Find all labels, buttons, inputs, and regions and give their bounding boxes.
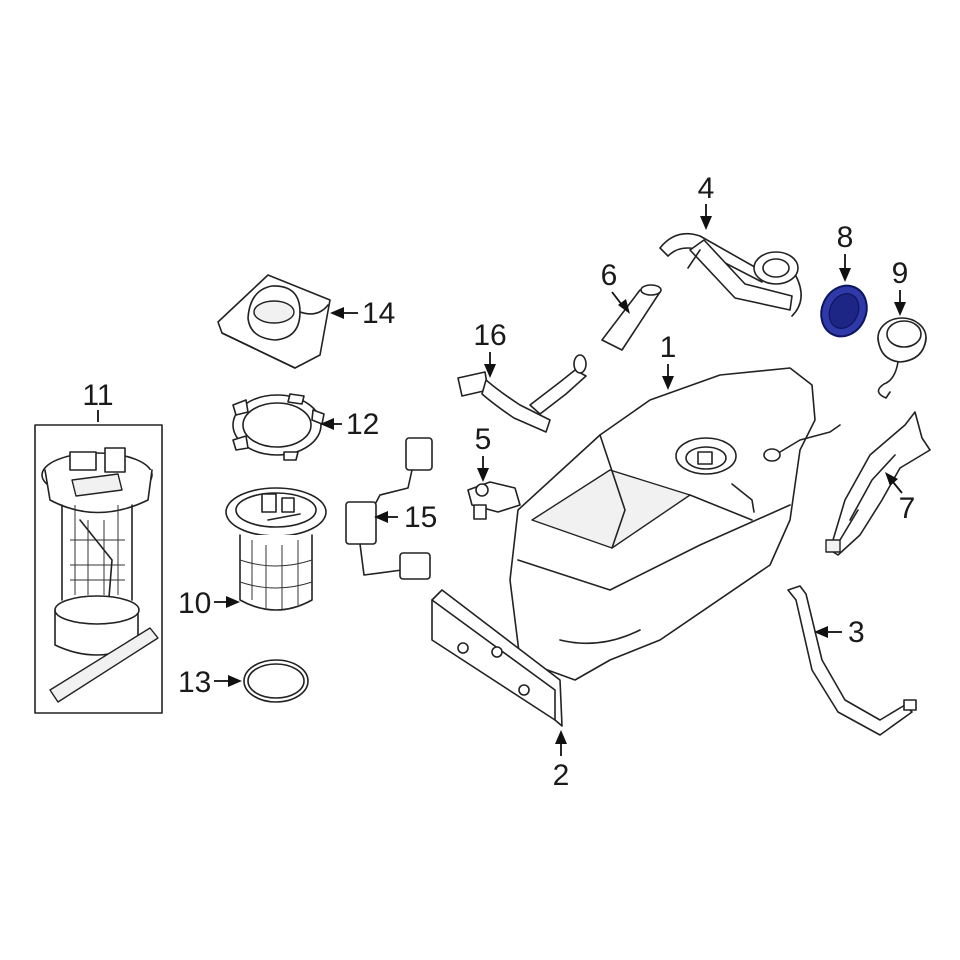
part-2-skid-plate[interactable]: [431, 589, 563, 727]
part-11-fuel-pump-module[interactable]: [34, 424, 163, 714]
callout-7: 7: [899, 492, 916, 525]
part-15-level-sender[interactable]: [345, 437, 433, 580]
arrow-5: [477, 468, 489, 482]
arrow-14: [330, 307, 344, 319]
arrow-7: [885, 472, 898, 486]
leader-6: [611, 291, 623, 306]
leader-7: [892, 481, 903, 494]
arrow-4: [700, 216, 712, 230]
callout-1: 1: [660, 331, 677, 364]
arrow-6: [618, 299, 630, 314]
callout-4: 4: [698, 172, 715, 205]
part-10-pump-assembly[interactable]: [225, 487, 327, 611]
gasket-inner: [828, 293, 860, 329]
part-14-cover[interactable]: [217, 274, 331, 369]
part-4-filler-neck[interactable]: [659, 232, 802, 317]
arrow-1: [662, 376, 674, 390]
part-3-strap[interactable]: [787, 585, 917, 736]
callout-6: 6: [601, 259, 618, 292]
part-13-o-ring[interactable]: [243, 659, 309, 703]
callout-13: 13: [178, 666, 211, 699]
arrow-15: [374, 511, 388, 523]
part-1-fuel-tank[interactable]: [509, 367, 841, 681]
part-11-frame: [34, 424, 163, 714]
callout-3: 3: [848, 616, 865, 649]
arrow-9: [894, 302, 906, 316]
arrow-12: [320, 418, 334, 430]
part-7-heat-shield[interactable]: [825, 411, 931, 556]
arrow-16: [484, 364, 496, 378]
part-12-lock-ring[interactable]: [232, 393, 325, 461]
arrow-13: [228, 675, 242, 687]
callout-15: 15: [404, 501, 437, 534]
part-6-hose[interactable]: [601, 284, 662, 351]
callout-14: 14: [362, 297, 395, 330]
callout-9: 9: [892, 257, 909, 290]
callout-2: 2: [553, 759, 570, 792]
arrow-2: [555, 730, 567, 744]
part-5-clip[interactable]: [467, 481, 521, 520]
callout-11: 11: [82, 379, 113, 412]
callout-16: 16: [473, 319, 506, 352]
callout-10: 10: [178, 587, 211, 620]
callout-12: 12: [346, 408, 379, 441]
arrow-10: [226, 596, 240, 608]
callout-8: 8: [837, 221, 854, 254]
arrow-8: [839, 268, 851, 282]
part-16-vent-hose[interactable]: [457, 354, 587, 433]
part-8-gasket[interactable]: [813, 278, 875, 344]
arrow-3: [814, 626, 828, 638]
part-9-fuel-cap[interactable]: [877, 317, 927, 399]
callout-5: 5: [475, 423, 492, 456]
